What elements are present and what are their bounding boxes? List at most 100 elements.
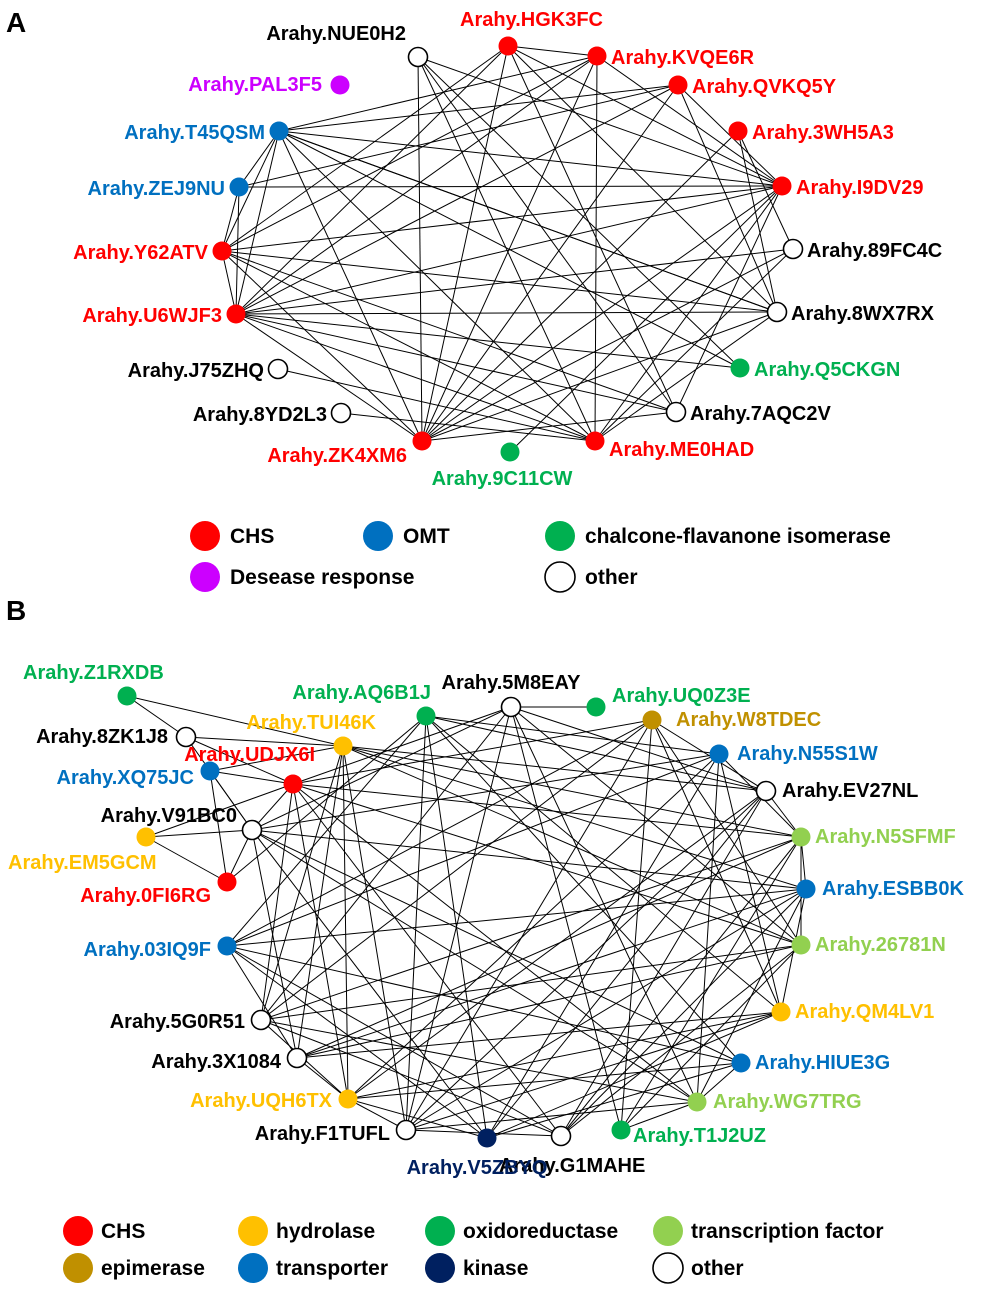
edge-a-8	[421, 45, 509, 442]
panel-a-edges	[221, 45, 794, 453]
node-b-circle	[477, 1128, 497, 1148]
edge-b-64	[425, 715, 742, 1064]
legend-b-label: epimerase	[101, 1257, 205, 1280]
edge-b-69	[292, 783, 698, 1103]
node-b-circle	[687, 1092, 707, 1112]
node-b-label: Arahy.0FI6RG	[80, 885, 211, 907]
edge-b-53	[342, 745, 802, 946]
node-b-circle	[500, 696, 522, 718]
legend-b-label: CHS	[101, 1220, 145, 1243]
node-b-b5: Arahy.EV27NL	[755, 780, 918, 802]
legend-b-label: kinase	[463, 1257, 528, 1280]
legend-a-swatch	[363, 521, 393, 551]
node-b-b10: Arahy.HIUE3G	[731, 1052, 890, 1074]
node-b-circle	[333, 736, 353, 756]
node-b-circle	[796, 879, 816, 899]
edge-b-77	[425, 715, 488, 1139]
edge-b-61	[347, 1062, 742, 1100]
edge-a-55	[277, 368, 596, 442]
node-a-circle	[766, 301, 788, 323]
node-a-a7: Arahy.8WX7RX	[766, 301, 935, 325]
node-b-label: Arahy.T1J2UZ	[633, 1125, 766, 1147]
node-b-b16: Arahy.UQH6TX	[190, 1089, 358, 1112]
edge-a-20	[421, 84, 679, 442]
node-a-label: Arahy.PAL3F5	[188, 74, 322, 96]
edge-b-90	[226, 715, 427, 947]
legend-a-label: OMT	[403, 525, 450, 548]
edge-a-5	[507, 45, 598, 57]
legend-b-item: CHS	[63, 1216, 145, 1246]
legend-a-item: CHS	[190, 521, 274, 551]
edge-b-74	[347, 1098, 488, 1139]
legend-a-item: chalcone-flavanone isomerase	[545, 521, 891, 551]
edge-a-34	[594, 185, 783, 442]
legend-a-label: chalcone-flavanone isomerase	[585, 525, 891, 548]
node-a-a3: Arahy.QVKQ5Y	[668, 75, 837, 98]
node-a-label: Arahy.QVKQ5Y	[692, 76, 837, 98]
node-b-b17: Arahy.3X1084	[151, 1047, 308, 1073]
edge-b-1	[510, 706, 767, 792]
node-a-label: Arahy.89FC4C	[807, 240, 942, 262]
node-b-b14: Arahy.V5ZBYQ	[407, 1128, 547, 1179]
node-b-b18: Arahy.5G0R51	[110, 1009, 272, 1033]
node-a-circle	[226, 304, 246, 324]
node-b-label: Arahy.26781N	[815, 934, 946, 956]
node-a-label: Arahy.T45QSM	[124, 122, 265, 144]
edge-b-95	[126, 695, 344, 747]
node-a-circle	[229, 177, 249, 197]
legend-b-swatch	[63, 1253, 93, 1283]
edge-b-14	[260, 719, 653, 1021]
legend-b-item: other	[652, 1252, 744, 1284]
node-b-label: Arahy.V91BC0	[101, 805, 237, 827]
edge-b-34	[620, 836, 802, 1131]
edge-a-13	[235, 55, 598, 315]
edge-b-36	[296, 836, 802, 1059]
node-a-a11: Arahy.9C11CW	[432, 442, 573, 490]
legend-b-swatch	[238, 1253, 268, 1283]
edge-b-79	[342, 745, 407, 1131]
edge-b-23	[251, 753, 720, 831]
node-b-b21: Arahy.EM5GCM	[8, 827, 157, 874]
node-b-circle	[217, 872, 237, 892]
legend-b-swatch	[63, 1216, 93, 1246]
legend-b-item: hydrolase	[238, 1216, 375, 1246]
edge-b-20	[486, 753, 720, 1139]
node-b-b19: Arahy.03IQ9F	[84, 936, 237, 961]
node-a-circle	[212, 241, 232, 261]
node-b-b11: Arahy.WG7TRG	[687, 1091, 862, 1113]
edge-b-103	[145, 836, 228, 883]
edge-a-44	[278, 130, 741, 369]
legend-b-label: oxidoreductase	[463, 1220, 618, 1243]
node-b-circle	[241, 819, 263, 841]
edge-b-30	[342, 745, 767, 792]
edge-a-40	[421, 311, 778, 442]
node-a-label: Arahy.ME0HAD	[609, 439, 754, 461]
edge-a-11	[507, 45, 778, 313]
node-a-circle	[498, 36, 518, 56]
edge-b-84	[342, 745, 349, 1100]
edge-b-81	[296, 1057, 349, 1100]
node-b-label: Arahy.XQ75JC	[57, 767, 194, 789]
edge-a-7	[235, 45, 509, 315]
edge-a-47	[235, 313, 677, 413]
edge-b-57	[296, 1011, 782, 1059]
panel-a-label: A	[6, 7, 26, 38]
edge-b-38	[292, 783, 802, 838]
edge-b-104	[145, 783, 294, 838]
node-b-label: Arahy.5G0R51	[110, 1011, 245, 1033]
node-b-b7: Arahy.ESBB0K	[796, 878, 964, 900]
edge-a-58	[221, 250, 237, 315]
edge-b-15	[226, 719, 653, 947]
node-b-circle	[550, 1125, 572, 1147]
edge-a-24	[737, 130, 778, 313]
edge-b-89	[260, 745, 344, 1021]
edge-a-19	[235, 84, 679, 315]
node-a-label: Arahy.ZEJ9NU	[88, 178, 225, 200]
legend-a-swatch	[545, 521, 575, 551]
legend-b-item: oxidoreductase	[425, 1216, 618, 1246]
edge-b-42	[560, 888, 807, 1137]
node-b-circle	[755, 780, 777, 802]
node-b-label: Arahy.ESBB0K	[822, 878, 964, 900]
node-a-label: Arahy.HGK3FC	[460, 9, 603, 31]
